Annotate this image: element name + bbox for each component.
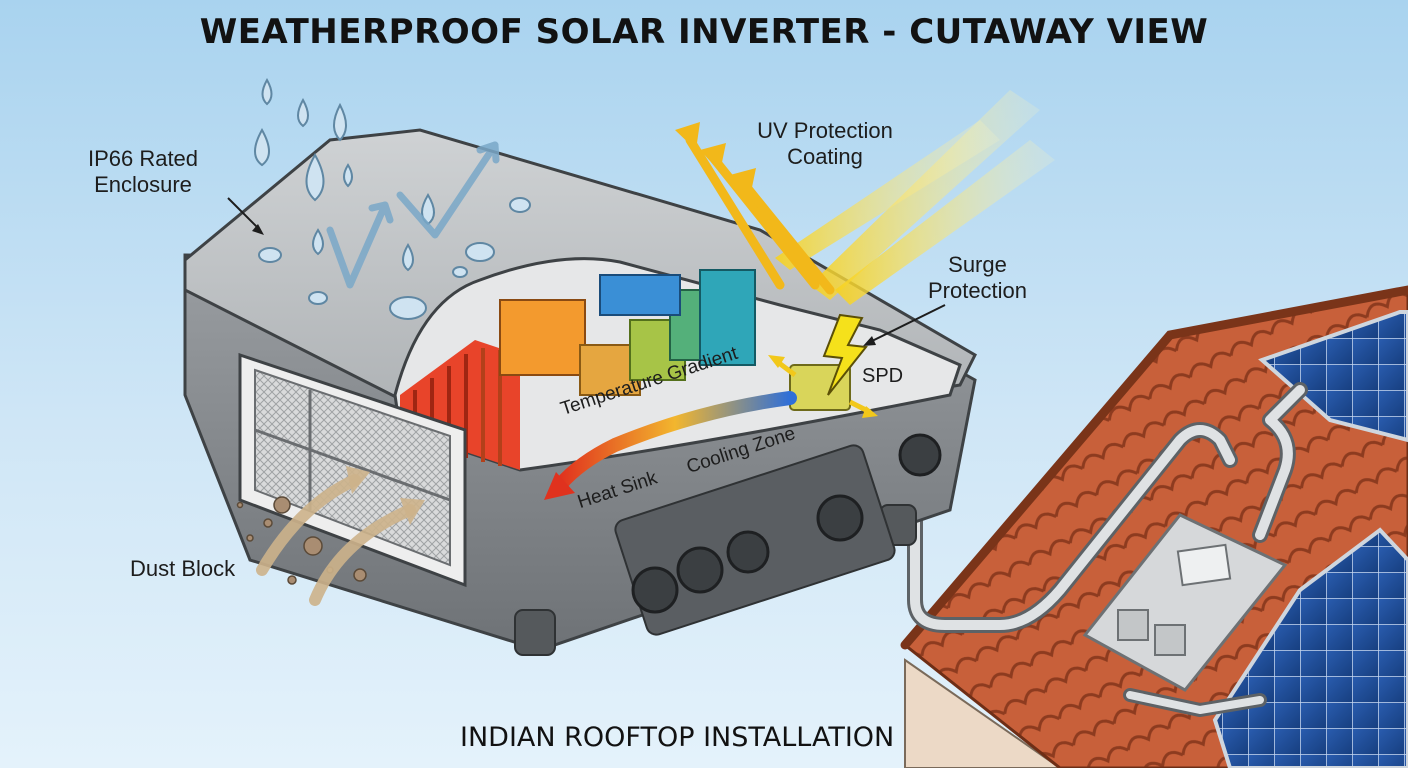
rain-drop-icon [465,242,495,262]
rain-drop-icon [343,163,353,188]
rain-drop-icon [308,291,328,305]
component-blue [599,274,681,316]
rain-drop-icon [333,102,347,142]
ip66-label: IP66 Rated Enclosure [68,146,218,199]
diagram-title: WEATHERPROOF SOLAR INVERTER - CUTAWAY VI… [199,12,1209,52]
dust-particle-icon [263,518,273,528]
ip66-label-line1: IP66 Rated [87,146,199,171]
component-teal [699,269,756,366]
connector-1 [631,566,679,614]
conduits [907,382,1308,717]
water-deflection-arrows [326,141,500,289]
airflow-arrows [256,474,416,606]
component-orange [499,299,586,376]
lightning-bolt-icon [822,313,868,396]
rain-drop-icon [389,296,427,320]
combiner-breaker-1 [1117,609,1149,641]
rain-drop-icon [261,77,273,106]
rain-drop-icon [305,152,325,202]
rain-drop-icon [402,243,414,272]
solar-panel-bottom [1212,527,1408,768]
dust-particle-icon [303,536,323,556]
combiner-breaker-2 [1154,624,1186,656]
rain-drop-icon [312,228,324,256]
roof-ridge [900,285,1408,650]
dust-particle-icon [353,568,367,582]
temperature-gradient-arrowhead [544,472,575,500]
installation-caption: INDIAN ROOFTOP INSTALLATION [460,722,895,753]
combiner-box [1082,513,1288,692]
house-wall [904,658,1062,768]
rain-drop-icon [258,247,282,263]
uv-label-line2: Coating [787,144,863,170]
connector-3 [726,530,770,574]
uv-protection-label: UV Protection Coating [735,118,915,171]
cable-gland [898,433,942,477]
sun-rays [675,90,1055,305]
spd-arrows [768,355,878,418]
ip66-label-line2: Enclosure [94,172,192,198]
dust-particle-icon [287,575,297,585]
solar-panel-top [1258,310,1408,443]
surge-protection-label: Surge Protection [905,252,1050,305]
uv-label-line1: UV Protection [757,118,893,143]
rain-drop-icon [452,266,468,278]
spd-label: SPD [862,365,904,387]
connectors [631,433,942,614]
combiner-display [1176,543,1232,587]
connector-2 [676,546,724,594]
dust-particle-icon [273,496,291,514]
inverter-foot-left [514,609,556,656]
surge-label-line1: Surge [948,252,1007,277]
rain-drop-icon [509,197,531,213]
rain-drop-icon [254,127,270,167]
dust-particle-icon [246,534,254,542]
sun-ray-icon [775,120,1000,270]
dust-particle-icon [236,501,244,509]
connector-4 [816,494,864,542]
temperature-gradient-arrow [553,391,797,492]
sun-ray-icon [835,140,1055,305]
surge-label-line2: Protection [927,278,1028,304]
dust-block-label: Dust Block [130,556,236,581]
rain-drop-icon [297,97,309,128]
leader-lines [227,197,946,346]
